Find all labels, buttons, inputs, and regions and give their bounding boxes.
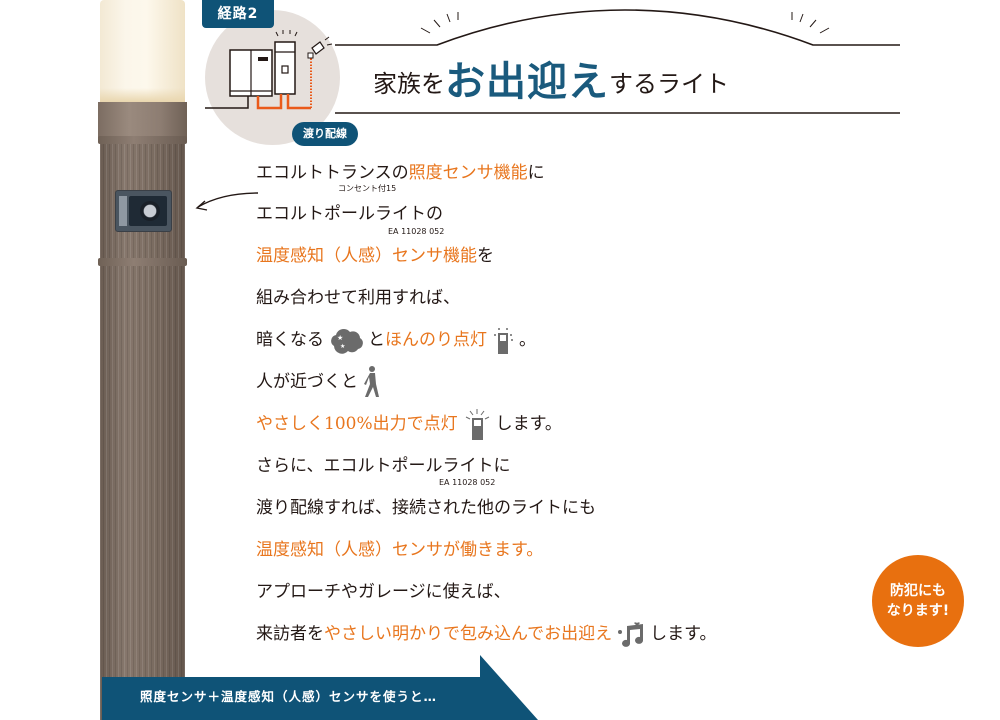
- walking-person-icon: [364, 366, 379, 397]
- night-moon-cloud-icon: ★★: [331, 328, 363, 354]
- body-line-6: 人が近づくと: [256, 361, 856, 403]
- pole-band-top: [98, 136, 187, 144]
- body-line-10: 温度感知（人感）センサが働きます。: [256, 540, 544, 560]
- motion-sensor: [115, 190, 172, 232]
- headline-frame: [335, 9, 900, 114]
- pole-light-globe: [100, 0, 185, 102]
- svg-text:★: ★: [337, 334, 343, 342]
- route-label: 経路2: [202, 0, 274, 28]
- body-line-12: 来訪者をやさしい明かりで包み込んでお出迎え します。: [256, 613, 856, 655]
- body-line-5: 暗くなる ★★ とほんのり点灯 。: [256, 319, 856, 361]
- dim-light-icon: [494, 328, 513, 354]
- music-note-heart-icon: [618, 622, 644, 647]
- title-emphasis: お出迎え: [445, 59, 609, 105]
- body-line-7: やさしく100%出力で点灯 します。: [256, 403, 856, 445]
- wiring-label: 渡り配線: [292, 122, 358, 146]
- body-line-4: 組み合わせて利用すれば、: [256, 288, 460, 308]
- body-line-2: エコルトポールライトの EA 11028 052: [256, 204, 445, 236]
- pole-band-lower: [98, 258, 187, 266]
- pole-light-cap: [98, 102, 187, 138]
- curved-arrow-icon: [195, 192, 259, 211]
- title-prefix: 家族を: [373, 70, 445, 98]
- pole-light-product-image: [98, 0, 187, 720]
- model-note-pole-2: EA 11028 052: [439, 478, 496, 487]
- body-line-9: 渡り配線すれば、接続された他のライトにも: [256, 498, 596, 518]
- title-suffix: するライト: [609, 70, 729, 98]
- model-note-transformer: コンセント付15: [338, 184, 397, 193]
- full-bright-light-icon: [465, 409, 489, 440]
- body-line-11: アプローチやガレージに使えば、: [256, 582, 511, 602]
- page-title: 家族を お出迎え するライト: [373, 54, 729, 104]
- body-line-1: エコルトトランスの照度センサ機能に コンセント付15: [256, 163, 545, 193]
- banner-caption: 照度センサ＋温度感知（人感）センサを使うと…: [140, 689, 438, 704]
- description-text: エコルトトランスの照度センサ機能に コンセント付15 エコルトポールライトの E…: [256, 153, 856, 655]
- security-badge: 防犯にも なります!: [872, 555, 964, 647]
- pole-light-body: [100, 138, 185, 720]
- svg-text:★: ★: [340, 343, 345, 350]
- bottom-banner-arrow: [102, 655, 538, 720]
- sensor-lens-icon: [140, 201, 160, 221]
- model-note-pole: EA 11028 052: [388, 227, 445, 236]
- wiring-diagram-icon: [205, 30, 333, 110]
- body-line-3: 温度感知（人感）センサ機能を: [256, 246, 494, 266]
- body-line-8: さらに、エコルトポールライトに EA 11028 052: [256, 456, 511, 487]
